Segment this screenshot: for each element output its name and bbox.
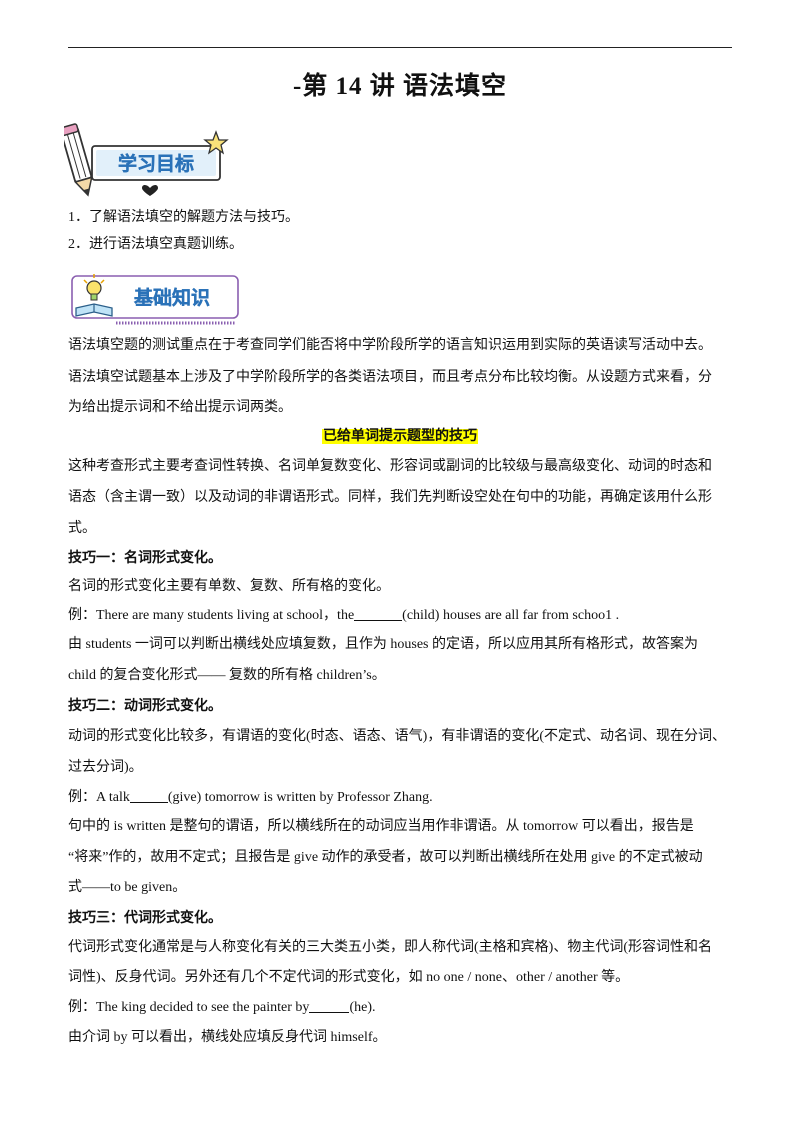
tip3-example: 例：The king decided to see the painter by… <box>68 998 732 1018</box>
tip3-desc-line: 代词形式变化通常是与人称变化有关的三大类五小类，即人称代词(主格和宾格)、物主代… <box>68 940 712 955</box>
example-text: 例：The king decided to see the painter by <box>68 1000 310 1015</box>
tip2-explain-line: “将来”作的，故用不定式；且报告是 give 动作的承受者，故可以判断出横线所在… <box>68 850 703 865</box>
learning-goals-label: 学习目标 <box>118 152 194 175</box>
section-heading-text: 已给单词提示题型的技巧 <box>322 429 478 444</box>
intro-line: 为给出提示词和不给出提示词两类。 <box>68 400 292 415</box>
tip1-heading: 技巧一：名词形式变化。 <box>68 551 222 566</box>
section-intro-line: 这种考查形式主要考查词性转换、名词单复数变化、形容词或副词的比较级与最高级变化、… <box>68 459 712 474</box>
example-text: 例：There are many students living at scho… <box>68 608 355 623</box>
basic-knowledge-label: 基础知识 <box>133 286 210 309</box>
answer-blank[interactable] <box>309 998 350 1013</box>
page-title: -第 14 讲 语法填空 <box>292 73 508 100</box>
tip2-example: 例：A talk (give) tomorrow is written by Pr… <box>68 788 732 808</box>
pencil-icon <box>64 123 93 197</box>
tip1-desc: 名词的形式变化主要有单数、复数、所有格的变化。 <box>68 579 390 594</box>
basic-knowledge-banner: 基础知识 <box>71 274 239 325</box>
section-intro-line: 式。 <box>68 521 96 536</box>
answer-blank[interactable] <box>354 606 403 621</box>
section-intro-line: 语态（含主谓一致）以及动词的非谓语形式。同样，我们先判断设空处在句中的功能，再确… <box>68 490 712 505</box>
tip2-explain-line: 式——to be given。 <box>68 880 187 895</box>
tip1-example: 例：There are many students living at scho… <box>68 606 732 626</box>
tip2-explain-line: 句中的 is written 是整句的谓语，所以横线所在的动词应当用作非谓语。从… <box>68 819 694 834</box>
example-text: 例：A talk <box>68 790 130 805</box>
goal-item: 1．了解语法填空的解题方法与技巧。 <box>68 210 299 225</box>
tip2-heading: 技巧二：动词形式变化。 <box>68 699 222 714</box>
section-heading: 已给单词提示题型的技巧 <box>68 427 732 447</box>
heart-icon <box>142 185 158 196</box>
book-lightbulb-icon <box>75 274 113 317</box>
tip2-desc-line: 动词的形式变化比较多，有谓语的变化(时态、语态、语气)，有非谓语的变化(不定式、… <box>68 729 726 744</box>
example-text: (he). <box>349 1000 376 1015</box>
tip3-explain: 由介词 by 可以看出，横线处应填反身代词 himself。 <box>68 1030 387 1045</box>
tip1-explain-line: child 的复合变化形式—— 复数的所有格 children’s。 <box>68 668 386 683</box>
tip3-desc-line: 词性)、反身代词。另外还有几个不定代词的形式变化，如 no one / none… <box>68 970 630 985</box>
intro-line: 语法填空试题基本上涉及了中学阶段所学的各类语法项目，而且考点分布比较均衡。从设题… <box>68 370 712 385</box>
example-text: (child) houses are all far from schoo1 . <box>402 608 620 623</box>
tip2-desc-line: 过去分词)。 <box>68 760 143 775</box>
goal-item: 2．进行语法填空真题训练。 <box>68 237 243 252</box>
banner-frame <box>71 275 239 319</box>
top-rule <box>68 47 732 48</box>
learning-goals-banner: 学习目标 <box>64 123 229 197</box>
tip3-heading: 技巧三：代词形式变化。 <box>68 911 222 926</box>
answer-blank[interactable] <box>129 788 168 803</box>
tip1-explain-line: 由 students 一词可以判断出横线处应填复数，且作为 houses 的定语… <box>68 637 698 652</box>
example-text: (give) tomorrow is written by Professor … <box>167 790 433 805</box>
intro-line: 语法填空题的测试重点在于考查同学们能否将中学阶段所学的语言知识运用到实际的英语读… <box>68 338 712 353</box>
star-icon <box>203 130 229 155</box>
